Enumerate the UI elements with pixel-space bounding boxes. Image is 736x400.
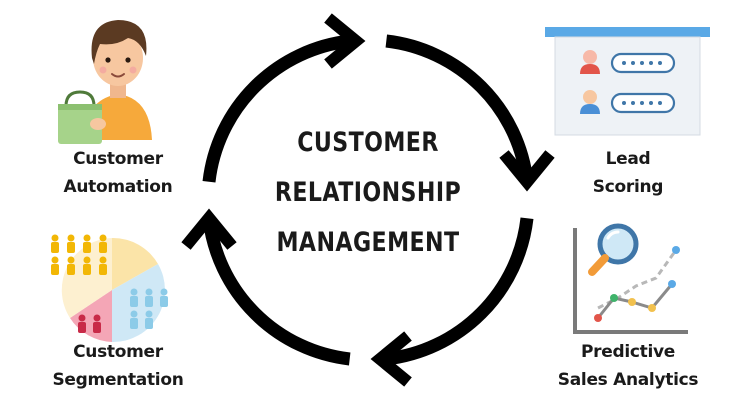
center-title-line1: CUSTOMER xyxy=(297,127,439,158)
label-customer-segmentation: Customer Segmentation xyxy=(36,338,200,394)
label-lead-scoring: Lead Scoring xyxy=(566,145,690,201)
center-title: CUSTOMER RELATIONSHIP MANAGEMENT xyxy=(261,118,474,268)
label-lead-scoring-line1: Lead xyxy=(605,149,651,169)
label-predictive-sales-analytics: Predictive Sales Analytics xyxy=(540,338,716,394)
arc-bottom-right xyxy=(385,217,534,366)
label-customer-segmentation-line2: Segmentation xyxy=(52,370,184,390)
arrowhead-right xyxy=(499,150,555,192)
arc-top-right xyxy=(385,34,534,183)
analytics-chart-icon xyxy=(573,223,688,334)
arrowhead-top xyxy=(324,13,366,69)
arc-bottom-left xyxy=(202,217,351,366)
label-customer-automation: Customer Automation xyxy=(40,145,196,201)
shopper-icon xyxy=(58,20,152,144)
label-customer-automation-line2: Automation xyxy=(63,177,173,197)
cycle-arrowheads xyxy=(181,13,555,387)
profile-board-icon xyxy=(545,27,710,136)
segment-pie-icon xyxy=(51,234,168,343)
arrowhead-bottom xyxy=(370,331,412,387)
label-predictive-line1: Predictive xyxy=(580,342,675,362)
arc-top-left xyxy=(202,34,351,183)
center-title-line3: MANAGEMENT xyxy=(276,227,460,258)
label-customer-segmentation-line1: Customer xyxy=(73,342,163,362)
center-title-line2: RELATIONSHIP xyxy=(274,177,462,208)
label-customer-automation-line1: Customer xyxy=(73,149,163,169)
label-predictive-line2: Sales Analytics xyxy=(557,370,699,390)
label-lead-scoring-line2: Scoring xyxy=(592,177,664,197)
arrowhead-left xyxy=(181,208,237,250)
cycle-ring xyxy=(202,34,534,366)
